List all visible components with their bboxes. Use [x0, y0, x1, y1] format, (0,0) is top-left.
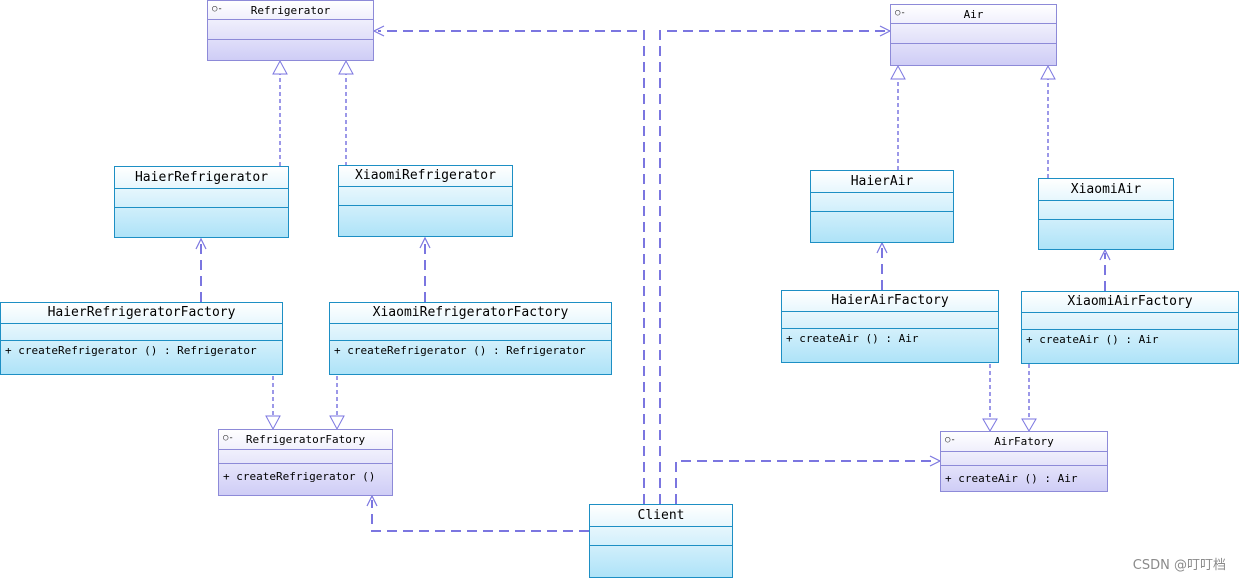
- dep-client-to-air-fatory: [675, 460, 936, 504]
- operation-create-refrigerator: + createRefrigerator (): [223, 470, 376, 483]
- class-name: HaierRefrigerator: [134, 170, 269, 185]
- interface-stereotype-icon: ○-: [945, 435, 956, 445]
- class-name: AirFatory: [994, 435, 1054, 448]
- class-air-fatory[interactable]: ○- AirFatory + createAir () : Air: [940, 431, 1108, 492]
- class-haier-refrigerator[interactable]: HaierRefrigerator: [114, 166, 289, 238]
- class-xiaomi-air[interactable]: XiaomiAir: [1038, 178, 1174, 250]
- triangle-head: [329, 415, 345, 431]
- interface-stereotype-icon: ○-: [212, 4, 223, 14]
- class-xiaomi-refrigerator[interactable]: XiaomiRefrigerator: [338, 165, 513, 237]
- class-refrigerator-fatory[interactable]: ○- RefrigeratorFatory + createRefrigerat…: [218, 429, 393, 496]
- class-refrigerator[interactable]: ○- Refrigerator: [207, 0, 374, 61]
- class-name: HaierAirFactory: [831, 293, 949, 308]
- operation-create-refrigerator: + createRefrigerator () : Refrigerator: [5, 344, 257, 357]
- class-haier-refrigerator-factory[interactable]: HaierRefrigeratorFactory + createRefrige…: [0, 302, 283, 375]
- class-name: XiaomiAir: [1070, 182, 1142, 197]
- class-xiaomi-air-factory[interactable]: XiaomiAirFactory + createAir () : Air: [1021, 291, 1239, 364]
- watermark: CSDN @叮叮档: [1132, 558, 1226, 573]
- operation-create-air: + createAir () : Air: [786, 332, 919, 345]
- arrow-head: [929, 455, 942, 467]
- interface-stereotype-icon: ○-: [223, 433, 234, 443]
- class-name: HaierRefrigeratorFactory: [47, 305, 236, 320]
- dep-client-to-air: [659, 30, 886, 504]
- class-name: XiaomiAirFactory: [1067, 294, 1193, 309]
- arrow-head: [1099, 248, 1111, 261]
- operation-create-air: + createAir () : Air: [1026, 333, 1159, 346]
- class-client[interactable]: Client: [589, 504, 733, 578]
- operation-create-refrigerator: + createRefrigerator () : Refrigerator: [334, 344, 586, 357]
- arrow-head: [419, 236, 431, 249]
- class-name: HaierAir: [850, 174, 914, 189]
- class-name: Client: [637, 508, 685, 523]
- class-name: XiaomiRefrigerator: [355, 168, 496, 183]
- class-name: Air: [963, 8, 984, 21]
- triangle-head: [1021, 418, 1037, 432]
- class-haier-air[interactable]: HaierAir: [810, 170, 954, 243]
- dep-client-to-refrigerator: [378, 30, 645, 504]
- interface-stereotype-icon: ○-: [895, 8, 906, 18]
- arrow-head: [876, 241, 888, 254]
- class-name: XiaomiRefrigeratorFactory: [372, 305, 569, 320]
- arrow-head: [195, 237, 207, 250]
- triangle-head: [1040, 64, 1056, 80]
- triangle-head: [272, 59, 288, 75]
- triangle-head: [338, 59, 354, 75]
- class-air[interactable]: ○- Air: [890, 4, 1057, 66]
- class-haier-air-factory[interactable]: HaierAirFactory + createAir () : Air: [781, 290, 999, 363]
- arrow-head: [366, 494, 378, 507]
- triangle-head: [265, 415, 281, 431]
- triangle-head: [982, 418, 998, 432]
- dep-client-to-refrigerator-fatory: [371, 500, 589, 532]
- class-xiaomi-refrigerator-factory[interactable]: XiaomiRefrigeratorFactory + createRefrig…: [329, 302, 612, 375]
- arrow-head: [372, 25, 385, 37]
- operation-create-air: + createAir () : Air: [945, 472, 1078, 485]
- triangle-head: [890, 64, 906, 80]
- class-name: RefrigeratorFatory: [245, 433, 366, 446]
- class-name: Refrigerator: [250, 4, 331, 17]
